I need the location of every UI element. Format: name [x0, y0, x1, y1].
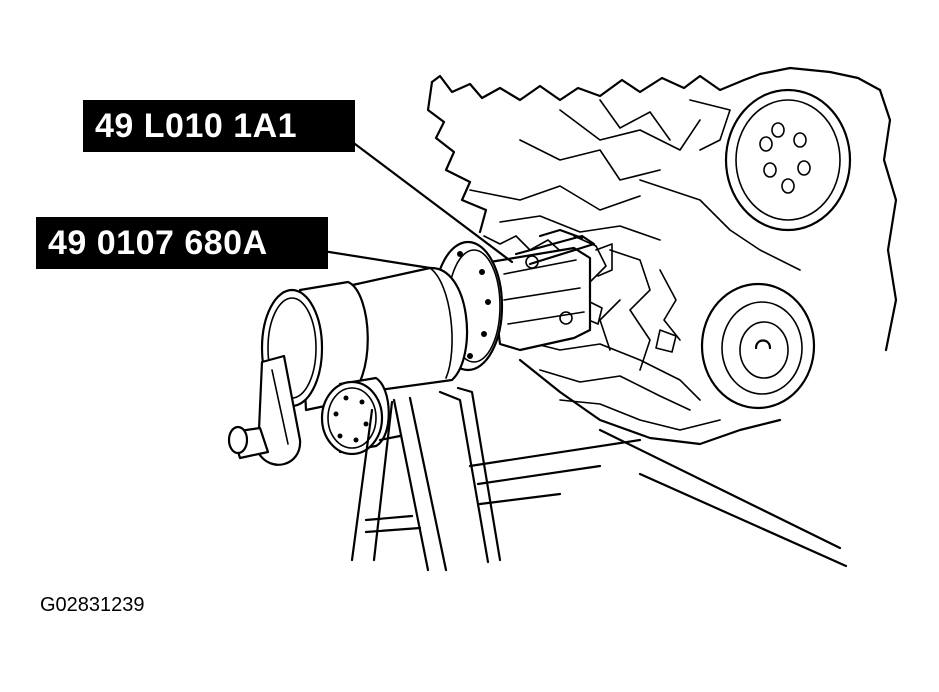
- stand-rotating-drum: [260, 280, 369, 412]
- upper-pulley: [724, 88, 852, 232]
- callout-attachment-part-number: 49 L010 1A1: [83, 100, 355, 152]
- figure-id: G02831239: [40, 594, 145, 616]
- stand-head-cylinder: [334, 266, 469, 398]
- callout-engine-stand-part-number: 49 0107 680A: [36, 217, 328, 269]
- crank-handle: [227, 354, 302, 466]
- engine-block: [426, 66, 898, 446]
- gear-housing: [320, 376, 390, 456]
- lower-pulley: [700, 282, 816, 410]
- mounting-bracket: [488, 228, 613, 352]
- stand-frame: [350, 386, 848, 572]
